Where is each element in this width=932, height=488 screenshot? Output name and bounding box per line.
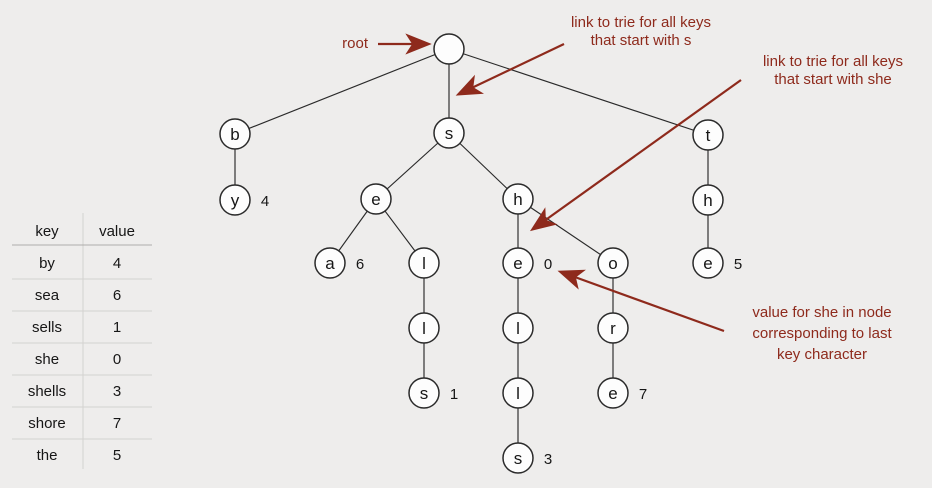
annotation-link-s-line1: link to trie for all keys <box>571 14 711 31</box>
node-label: l <box>422 254 426 273</box>
trie-node-h1 <box>502 183 534 215</box>
trie-node-s <box>433 117 465 149</box>
annotation-link-she: link to trie for all keys that start wit… <box>529 53 903 232</box>
node-value-label: 1 <box>450 386 458 403</box>
table-cell-key: sells <box>32 319 62 336</box>
node-value-label: 3 <box>544 451 552 468</box>
trie-node-h2 <box>692 184 724 216</box>
table-cell-value: 3 <box>113 383 121 400</box>
trie-node-labels: b s t y e h h a l e o e l l r s l e s <box>230 124 712 468</box>
table-cell-key: shore <box>28 415 66 432</box>
trie-node-y <box>219 184 251 216</box>
table-cell-value: 1 <box>113 319 121 336</box>
annotation-link-she-line2: that start with she <box>774 71 892 88</box>
trie-node-s2 <box>408 377 440 409</box>
node-label: h <box>513 190 522 209</box>
key-value-table: key value by 4 sea 6 sells 1 she 0 shell… <box>12 213 152 469</box>
trie-node-a <box>314 247 346 279</box>
node-label: e <box>703 254 712 273</box>
annotation-link-s-arrow <box>455 43 565 96</box>
annotation-link-s: link to trie for all keys that start wit… <box>455 14 711 96</box>
trie-node-s3 <box>502 442 534 474</box>
node-label: s <box>514 449 523 468</box>
node-label: b <box>230 125 239 144</box>
trie-node-o <box>597 247 629 279</box>
trie-node-l4 <box>502 377 534 409</box>
trie-node-root <box>433 33 465 65</box>
trie-edge <box>448 132 519 200</box>
node-value-label: 7 <box>639 386 647 403</box>
node-value-label: 6 <box>356 256 364 273</box>
table-cell-value: 5 <box>113 447 121 464</box>
annotation-link-s-line2: that start with s <box>591 32 692 49</box>
node-value-label: 0 <box>544 256 552 273</box>
node-value-label: 4 <box>261 193 269 210</box>
annotation-link-she-line1: link to trie for all keys <box>763 53 903 70</box>
annotation-root-label: root <box>342 35 369 52</box>
node-label: s <box>420 384 429 403</box>
trie-node-l2 <box>408 312 440 344</box>
table-cell-value: 4 <box>113 255 121 272</box>
table-cell-key: she <box>35 351 59 368</box>
trie-node-e4 <box>692 247 724 279</box>
table-cell-value: 7 <box>113 415 121 432</box>
annotation-value-she-line3: key character <box>777 346 867 363</box>
trie-nodes <box>219 33 724 474</box>
trie-node-e3 <box>597 377 629 409</box>
trie-node-l3 <box>502 312 534 344</box>
annotation-value-she-line2: corresponding to last <box>752 325 892 342</box>
annotation-link-she-arrow <box>529 79 742 232</box>
node-label: l <box>422 319 426 338</box>
node-label: o <box>608 254 617 273</box>
trie-node-l1 <box>408 247 440 279</box>
table-header-key: key <box>35 223 59 240</box>
annotation-value-she-line1: value for she in node <box>752 304 891 321</box>
trie-node-values: 4 6 0 5 1 7 3 <box>261 193 742 468</box>
table-header-value: value <box>99 223 135 240</box>
table-cell-value: 6 <box>113 287 121 304</box>
node-label: s <box>445 124 454 143</box>
annotation-value-she-arrow <box>557 269 725 333</box>
node-label: h <box>703 191 712 210</box>
annotation-root: root <box>342 33 432 55</box>
node-label: r <box>610 319 616 338</box>
node-value-label: 5 <box>734 256 742 273</box>
trie-node-b <box>219 118 251 150</box>
node-label: l <box>516 319 520 338</box>
trie-edge <box>234 48 450 135</box>
trie-node-t <box>692 119 724 151</box>
trie-node-e2 <box>502 247 534 279</box>
trie-edges <box>234 48 709 458</box>
table-cell-key: the <box>37 447 58 464</box>
annotation-value-she: value for she in node corresponding to l… <box>557 269 892 363</box>
node-label: e <box>608 384 617 403</box>
node-label: t <box>706 126 711 145</box>
trie-edge <box>517 198 614 264</box>
table-cell-value: 0 <box>113 351 121 368</box>
node-label: a <box>325 254 335 273</box>
trie-node-e1 <box>360 183 392 215</box>
node-label: e <box>371 190 380 209</box>
table-cell-key: shells <box>28 383 66 400</box>
node-label: l <box>516 384 520 403</box>
trie-edge <box>448 48 709 136</box>
trie-node-r <box>597 312 629 344</box>
table-cell-key: by <box>39 255 55 272</box>
table-cell-key: sea <box>35 287 60 304</box>
node-label: e <box>513 254 522 273</box>
node-label: y <box>231 191 240 210</box>
trie-edge <box>375 132 450 200</box>
